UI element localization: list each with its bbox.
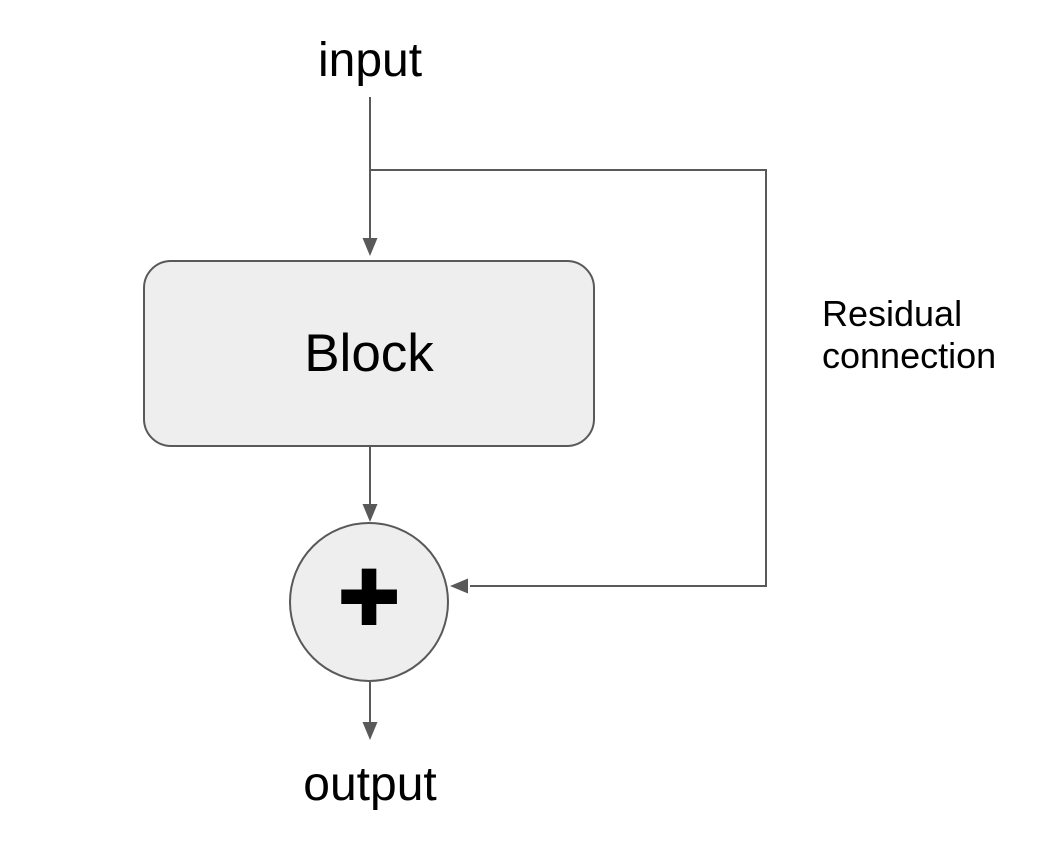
plus-icon: + (337, 537, 401, 655)
block-label: Block (304, 324, 434, 383)
edge-residual-connection (371, 169, 767, 594)
sum-node: + (289, 522, 449, 682)
edge-sum-to-output (362, 682, 378, 740)
input-label: input (317, 34, 423, 87)
edge-input-to-block (362, 97, 378, 256)
block-node: Block (143, 260, 595, 447)
residual-connection-label: Residual connection (822, 293, 997, 376)
edge-block-to-sum (362, 447, 378, 522)
output-label: output (303, 758, 437, 811)
